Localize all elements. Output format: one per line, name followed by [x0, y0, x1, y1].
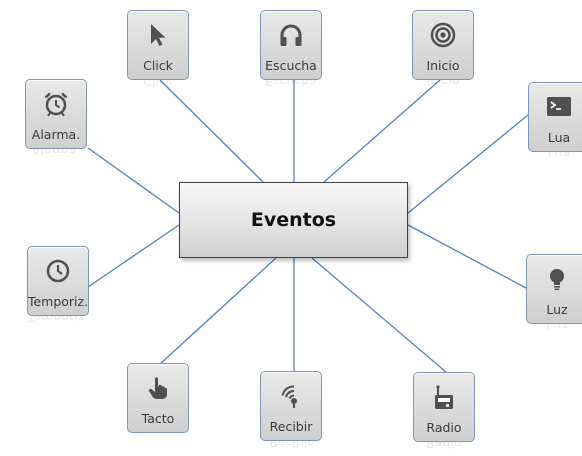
- alarm-clock-icon: [26, 90, 86, 118]
- clock-icon: [28, 257, 88, 285]
- hand-touch-icon: [128, 374, 188, 402]
- node-label: Tacto: [141, 411, 175, 426]
- cursor-arrow-icon: [128, 21, 188, 49]
- signal-receive-icon: [261, 382, 321, 410]
- node-inicio[interactable]: Inicio: [412, 10, 474, 80]
- node-label: Temporiz.: [27, 294, 89, 309]
- radio-antenna-icon: [414, 383, 474, 411]
- node-label: Radio: [426, 420, 462, 435]
- connector-inicio: [323, 79, 441, 183]
- node-tacto[interactable]: Tacto: [127, 363, 189, 433]
- connector-click: [159, 79, 264, 183]
- connector-alarma: [87, 147, 180, 214]
- node-temporiz[interactable]: Temporiz.: [27, 246, 89, 316]
- node-luz[interactable]: Luz: [526, 254, 582, 324]
- connector-radio: [311, 257, 447, 373]
- node-label: Alarma.: [31, 127, 81, 142]
- center-node-eventos[interactable]: Eventos: [179, 182, 408, 258]
- node-click[interactable]: Click: [127, 10, 189, 80]
- node-label: Click: [143, 58, 173, 73]
- connector-lua: [407, 114, 529, 214]
- node-label: Inicio: [426, 58, 460, 73]
- node-label: Luz: [546, 302, 568, 317]
- node-label: Escucha: [265, 58, 317, 73]
- lightbulb-icon: [527, 265, 582, 293]
- center-node-label: Eventos: [250, 209, 337, 231]
- connector-tacto: [159, 257, 277, 365]
- target-icon: [413, 21, 473, 49]
- connector-luz: [407, 224, 527, 289]
- node-lua[interactable]: Lua: [528, 82, 582, 152]
- node-recibir[interactable]: Recibir: [260, 371, 322, 441]
- node-radio[interactable]: Radio: [413, 372, 475, 442]
- connector-temporiz: [87, 224, 180, 288]
- node-alarma[interactable]: Alarma.: [25, 79, 87, 149]
- headphones-icon: [261, 21, 321, 49]
- node-label: Lua: [547, 130, 571, 145]
- node-escucha[interactable]: Escucha: [260, 10, 322, 80]
- terminal-icon: [529, 93, 582, 121]
- node-label: Recibir: [269, 419, 313, 434]
